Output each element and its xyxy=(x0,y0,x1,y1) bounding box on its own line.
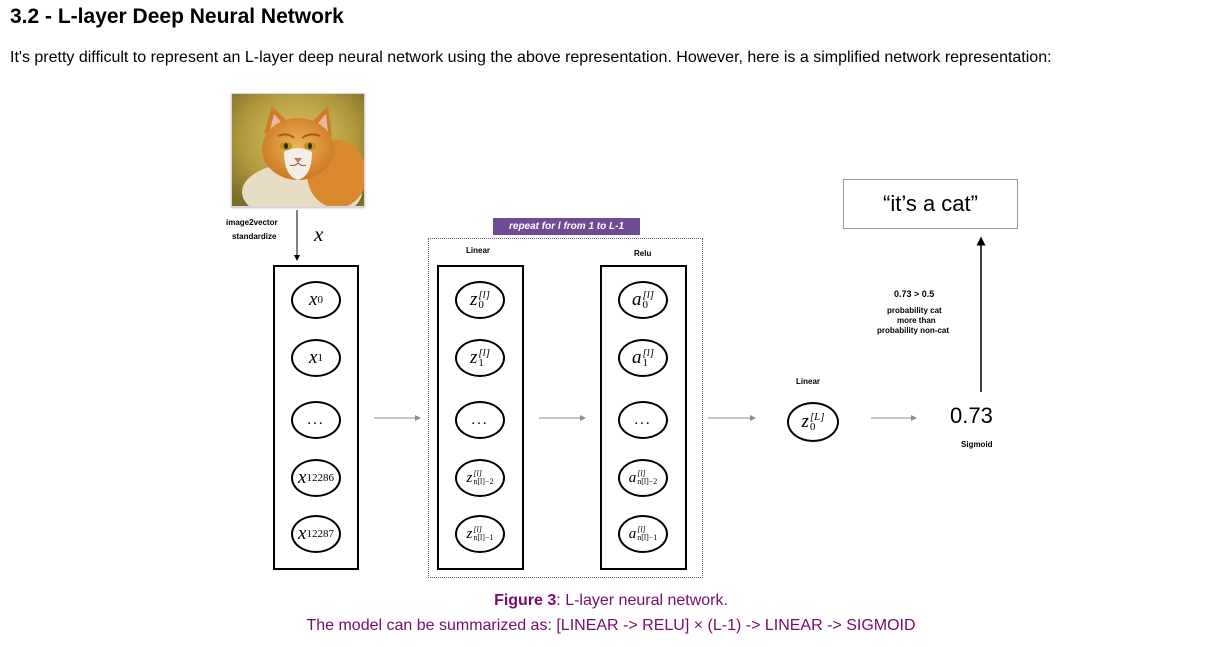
sigmoid-label: Sigmoid xyxy=(961,440,993,449)
relu-node: a [l]0 xyxy=(618,281,668,319)
repeat-region xyxy=(428,238,703,578)
probability-value: 0.73 xyxy=(950,403,993,428)
input-layer-column xyxy=(273,265,359,570)
reason-line-3: probability non-cat xyxy=(877,326,949,335)
times-symbol: × xyxy=(693,617,704,634)
linear-node: z [l]1 xyxy=(455,339,505,377)
figure-summary: The model can be summarized as: [LINEAR … xyxy=(306,617,916,634)
prediction-box: “it’s a cat” xyxy=(843,179,1018,229)
preprocess-label-2: standardize xyxy=(232,232,277,241)
linear-node: z [l]n[l]−2 xyxy=(455,459,505,497)
output-node: z [L]0 xyxy=(787,402,839,442)
linear-node: z [l]0 xyxy=(455,281,505,319)
linear-node: z [l]n[l]−1 xyxy=(455,515,505,553)
input-symbol: x xyxy=(314,222,324,246)
repeat-badge: repeat for l from 1 to L-1 xyxy=(493,218,640,235)
linear-node-ellipsis: ... xyxy=(455,401,505,439)
cat-photo xyxy=(231,93,365,207)
figure-caption: Figure 3: L-layer neural network. xyxy=(494,592,728,609)
relu-layer-label: Relu xyxy=(634,249,652,258)
reason-line-1: probability cat xyxy=(887,306,942,315)
linear-layer-label: Linear xyxy=(466,246,491,255)
output-linear-label: Linear xyxy=(796,377,821,386)
relu-node-ellipsis: ... xyxy=(618,401,668,439)
cat-illustration xyxy=(232,94,364,206)
linear-layer-column xyxy=(437,265,524,570)
relu-node: a [l]n[l]−2 xyxy=(618,459,668,497)
input-node-ellipsis: ... xyxy=(291,401,341,439)
preprocess-label-1: image2vector xyxy=(226,218,278,227)
section-title: 3.2 - L-layer Deep Neural Network xyxy=(10,5,344,28)
intro-paragraph: It's pretty difficult to represent an L-… xyxy=(10,49,1052,66)
relu-node: a [l]n[l]−1 xyxy=(618,515,668,553)
relu-node: a [l]1 xyxy=(618,339,668,377)
reason-line-2: more than xyxy=(897,316,936,325)
threshold-text: 0.73 > 0.5 xyxy=(894,289,935,299)
relu-layer-column xyxy=(600,265,687,570)
